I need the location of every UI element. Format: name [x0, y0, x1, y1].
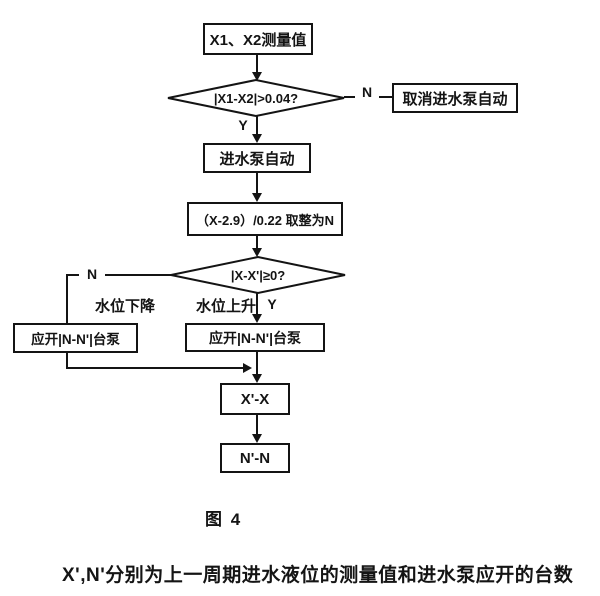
decision-level-label: |X-X'|≥0? — [230, 267, 286, 283]
node-calc-n: （X-2.9）/0.22 取整为N — [187, 202, 343, 236]
node-cancel-auto: 取消进水泵自动 — [392, 83, 518, 113]
connector-measure-to-diff — [256, 55, 258, 73]
figure-caption: 图 4 — [205, 510, 243, 529]
arrowhead-down-icon — [252, 374, 262, 383]
arrowhead-right-icon — [243, 363, 252, 373]
connector-level-no-v — [66, 274, 68, 323]
decision-diff-label: |X1-X2|>0.04? — [213, 90, 299, 106]
connector-pumps-down-v — [66, 353, 68, 369]
arrowhead-down-icon — [252, 248, 262, 257]
arrowhead-down-icon — [252, 314, 262, 323]
node-pumps-down: 应开|N-N'|台泵 — [13, 323, 138, 353]
label-level-rising: 水位上升 — [196, 295, 257, 316]
arrowhead-down-icon — [252, 134, 262, 143]
node-pump-auto: 进水泵自动 — [203, 143, 311, 173]
node-assign-x: X'-X — [220, 383, 290, 415]
connector-pumps-up-v — [256, 352, 258, 375]
node-assign-n: N'-N — [220, 443, 290, 473]
node-pumps-up: 应开|N-N'|台泵 — [185, 323, 325, 352]
connector-auto-to-calc — [256, 173, 258, 194]
arrowhead-down-icon — [252, 193, 262, 202]
node-measure: X1、X2测量值 — [203, 23, 313, 55]
edge-label-yes2: Y — [262, 296, 282, 312]
connector-level-no-h — [67, 274, 171, 276]
edge-label-no1: N — [355, 84, 379, 100]
arrowhead-down-icon — [252, 72, 262, 81]
edge-label-no2: N — [79, 266, 105, 282]
connector-diff-yes — [256, 116, 258, 135]
decision-level-diamond — [170, 255, 346, 295]
figure-footnote: X',N'分别为上一周期进水液位的测量值和进水泵应开的台数 — [62, 565, 574, 586]
label-level-falling: 水位下降 — [95, 295, 156, 316]
connector-level-yes — [256, 293, 258, 315]
edge-label-yes1: Y — [233, 117, 253, 133]
connector-merge-h — [66, 367, 244, 369]
connector-calc-to-level — [256, 236, 258, 249]
connector-x-to-n — [256, 415, 258, 434]
decision-diff-diamond — [167, 78, 345, 118]
arrowhead-down-icon — [252, 434, 262, 443]
